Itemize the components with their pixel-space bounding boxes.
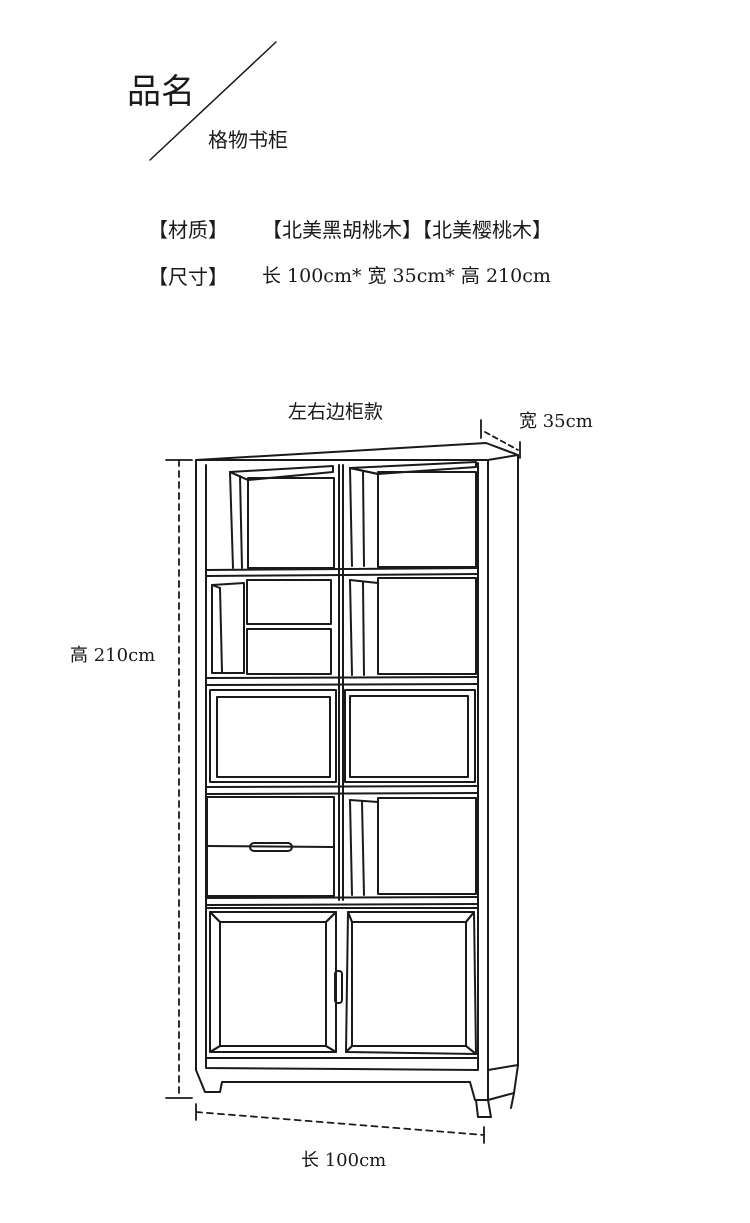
drawer-handle <box>249 842 293 852</box>
size-label: 【尺寸】 <box>148 265 228 289</box>
length-dimension-line <box>195 1103 485 1144</box>
cabinet-base <box>195 1054 519 1118</box>
title-divider-line <box>149 41 277 161</box>
height-dimension-label: 高 210cm <box>70 645 156 666</box>
product-name: 格物书柜 <box>208 128 288 152</box>
length-dimension-label: 长 100cm <box>301 1150 387 1171</box>
material-value: 【北美黑胡桃木】【北美樱桃木】 <box>262 218 552 242</box>
page-title: 品名 <box>127 72 195 112</box>
variant-label: 左右边柜款 <box>288 401 384 423</box>
compartment-r1-right <box>349 461 477 568</box>
shelves <box>205 567 479 906</box>
depth-dimension-line <box>480 419 521 459</box>
compartment-r2-left <box>211 579 332 675</box>
compartment-r2-right <box>349 577 477 676</box>
depth-dimension-label: 宽 35cm <box>519 411 593 432</box>
door-handle <box>334 970 343 1004</box>
compartment-r4-left <box>206 796 335 897</box>
compartment-r1-left <box>229 465 335 569</box>
size-value: 长 100cm* 宽 35cm* 高 210cm <box>262 265 551 287</box>
compartment-r4-right <box>349 797 477 896</box>
material-label: 【材质】 <box>148 218 228 242</box>
lower-cabinet-doors <box>205 907 479 1059</box>
height-dimension-line <box>165 459 193 1099</box>
compartment-r3-doors <box>209 689 476 783</box>
cabinet-body <box>195 442 519 1071</box>
